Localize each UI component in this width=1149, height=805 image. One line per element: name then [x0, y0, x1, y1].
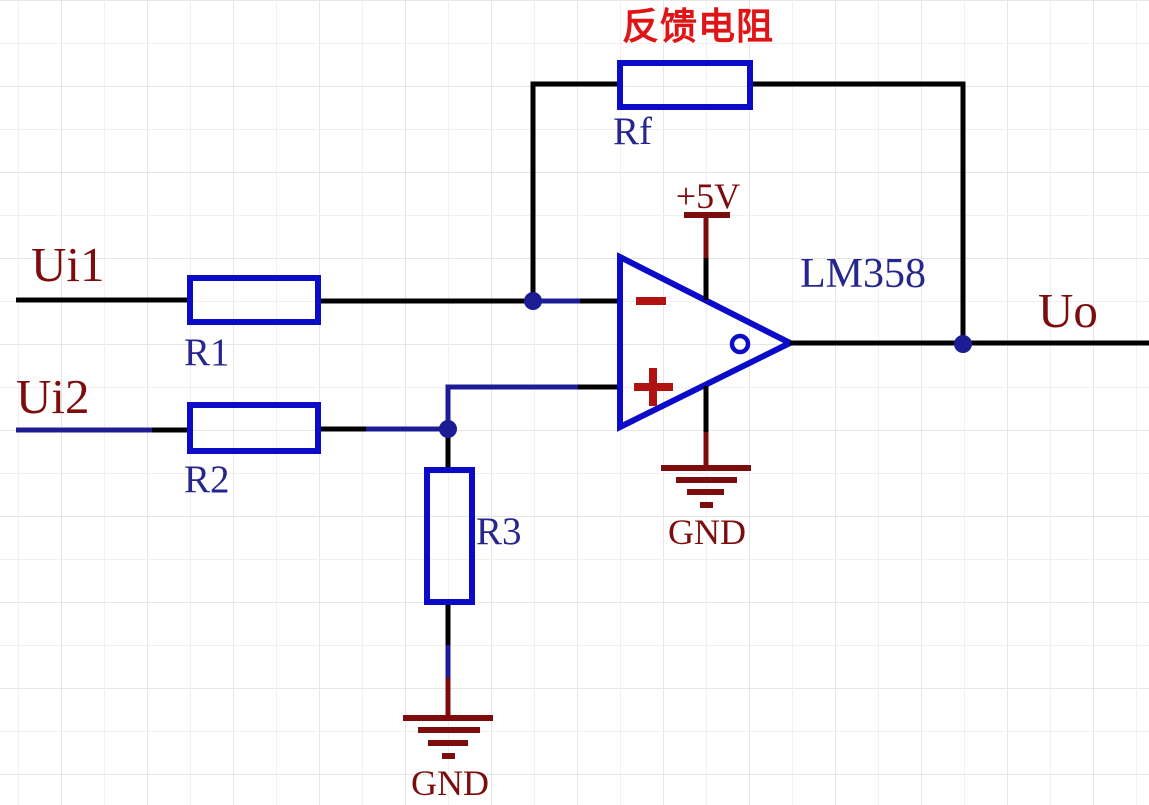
wire-junction-up-blue — [445, 384, 578, 429]
resistor-r3-body — [424, 467, 475, 605]
opamp-ground-branch — [661, 386, 751, 508]
input2-port-label: Ui2 — [16, 369, 90, 424]
gnd-symbol-r3 — [403, 715, 493, 759]
junction-dot-inverting — [524, 292, 542, 310]
noninverting-input-net — [16, 384, 620, 433]
junction-dot-noninverting — [439, 420, 457, 438]
gnd-symbol-opamp — [661, 465, 751, 508]
opamp-output-bubble — [729, 333, 751, 355]
gnd-label-r3: GND — [411, 763, 489, 803]
junction-dot-output — [954, 335, 972, 353]
resistor-rf-body — [617, 60, 753, 110]
output-port-label: Uo — [1038, 283, 1098, 338]
noninverting-input-mark — [634, 368, 673, 406]
feedback-resistor-title: 反馈电阻 — [622, 5, 774, 48]
wire-feedback-left — [530, 81, 618, 301]
opamp-part-label: LM358 — [800, 251, 926, 297]
gnd-label-opamp: GND — [668, 512, 746, 552]
wire-feedback-right — [752, 81, 966, 344]
resistor-r2-body — [187, 402, 321, 454]
rf-label: Rf — [613, 110, 652, 153]
r2-label: R2 — [184, 458, 230, 501]
resistor-r1-body — [187, 275, 321, 325]
r3-label: R3 — [476, 510, 522, 553]
r1-label: R1 — [184, 331, 230, 374]
feedback-net — [530, 81, 966, 344]
vcc-label: +5V — [675, 176, 741, 216]
vcc-supply — [684, 212, 730, 300]
input1-port-label: Ui1 — [31, 237, 105, 292]
